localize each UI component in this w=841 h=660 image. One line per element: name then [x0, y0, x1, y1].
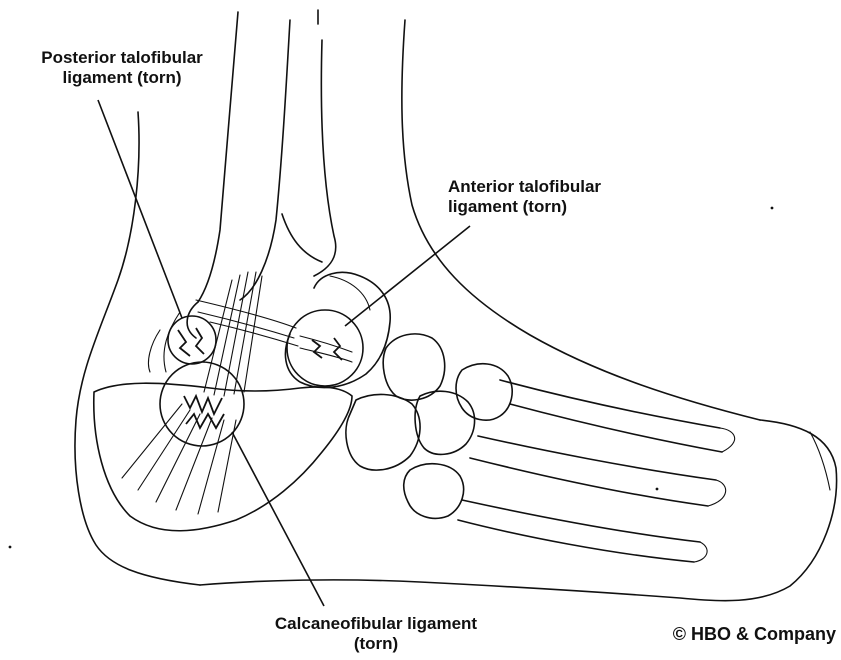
foot-skin-outline: [200, 420, 837, 601]
tear-circles: [160, 310, 363, 446]
calcaneofibular-tear-circle: [160, 362, 244, 446]
posterior-label-line2: ligament (torn): [4, 68, 240, 88]
talus-bone: [285, 272, 390, 387]
tibia-bone: [282, 10, 336, 276]
posterior-tear-circle: [168, 316, 216, 364]
speckles: [9, 207, 774, 549]
posterior-talofibular-label: Posterior talofibular ligament (torn): [4, 48, 240, 88]
ligament-bands: [122, 272, 352, 514]
anterior-label-line1: Anterior talofibular: [448, 177, 638, 197]
leg-skin-outline: [75, 20, 760, 585]
calcaneofibular-label: Calcaneofibular ligament (torn): [226, 614, 526, 654]
anterior-talofibular-label: Anterior talofibular ligament (torn): [448, 177, 638, 217]
tear-marks: [178, 328, 342, 428]
posterior-leader-line: [98, 100, 182, 318]
anterior-leader-line: [345, 226, 470, 326]
calcaneo-label-line2: (torn): [226, 634, 526, 654]
leader-lines: [98, 100, 470, 606]
anterior-label-line2: ligament (torn): [448, 197, 638, 217]
midfoot-bones: [346, 334, 512, 518]
calcaneus-bone: [94, 312, 352, 531]
posterior-label-line1: Posterior talofibular: [4, 48, 240, 68]
calcaneo-label-line1: Calcaneofibular ligament: [226, 614, 526, 634]
metatarsal-bones: [458, 380, 735, 562]
copyright-notice: © HBO & Company: [628, 624, 836, 644]
